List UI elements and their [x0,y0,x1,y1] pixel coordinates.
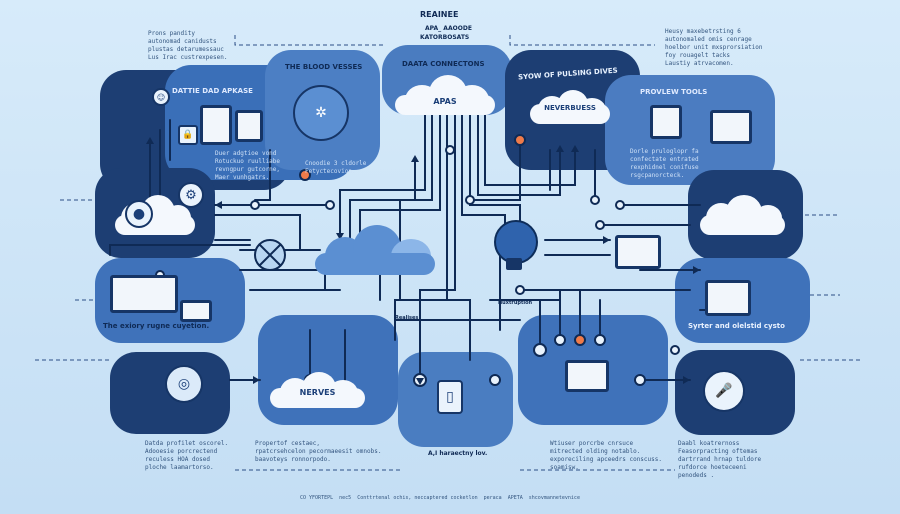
right-cloud [700,195,785,235]
label-nuxtruption: Nuxtruption [498,300,533,306]
disc-icon: ● [125,200,153,228]
apas-cloud: APAS [395,75,495,115]
microphone-icon: 🎤 [703,370,745,412]
top-left-screen [200,105,232,145]
neverbuess-cloud: NEVERBUESS [530,90,610,124]
note-top-left: Prons pandity autonomad canidusts plusta… [148,30,228,61]
bottom-center-screen [565,360,609,392]
globe-icon: ◎ [165,365,203,403]
note-bottom-mid-left: Propertof cestaec, rpatcrsehcelon pecorm… [255,440,382,463]
apas-label: APAS [433,97,457,106]
person-icon: ☺ [152,88,170,106]
label-data-connections: DAATA CONNECTONS [402,60,485,68]
diagram-title: REAINEE [420,10,459,19]
nerves-label: NERVES [299,388,336,397]
preview-screen-2 [710,110,752,144]
note-bottom-left: Datda profilet oscorel. Adooesie porcrec… [145,440,229,471]
subtitle-line-2: AOODE [448,25,472,32]
lock-icon: 🔒 [178,125,198,145]
label-dattie-apkase: DATTIE DAD APKASE [172,87,253,95]
note-top-right: Heusy maxebetrsting 6 autonomaled omis c… [665,28,763,67]
lightbulb-base [506,258,522,270]
label-syntax: Syrter and olelstid cysto [688,322,785,330]
label-blood-vessels: THE BLOOD VESSES [285,63,363,71]
label-entry-region: The exiory rugne cuyetion. [103,322,210,330]
label-hahardrag: A,I haraectny lov. [428,450,488,457]
right-server-screen [705,280,751,316]
left-small-monitor [180,300,212,322]
note-mid-left: Duer adgtioe vond Rotuckuo ruulliabe rev… [215,150,281,181]
subtitle-line-1: APA_ A [425,25,448,32]
preview-screen-1 [650,105,682,139]
label-realises: Realises [395,315,419,321]
right-monitor [615,235,661,269]
nerves-cloud: NERVES [270,372,365,408]
label-preview-tools: PROVLEW TOOLS [640,88,708,96]
phone-icon: ▯ [437,380,463,414]
gear-icon: ⚙ [178,182,204,208]
note-bottom-mid-right: Wtiuser porcrbe cnrsuce mitrected olding… [550,440,662,471]
brain-network-icon: ✲ [293,85,349,141]
note-mid-right: Dorle pruloglopr fa confectate entrated … [630,148,699,179]
note-mid-center: Cnoodie 3 cldorle Fetyctecovion. [305,160,367,175]
left-monitor [110,275,178,313]
center-network-cloud [315,225,435,275]
neverbuess-label: NEVERBUESS [544,104,596,112]
bottom-footer-line: CO YFORTEPL nec5 Conttrtenal ochis, necc… [300,495,580,501]
subtitle-line-3: KATORBOSATS [420,34,470,41]
note-bottom-right: Daabl koatrernoss Feasorpracting oftemas… [678,440,762,479]
top-left-screen-2 [235,110,263,142]
